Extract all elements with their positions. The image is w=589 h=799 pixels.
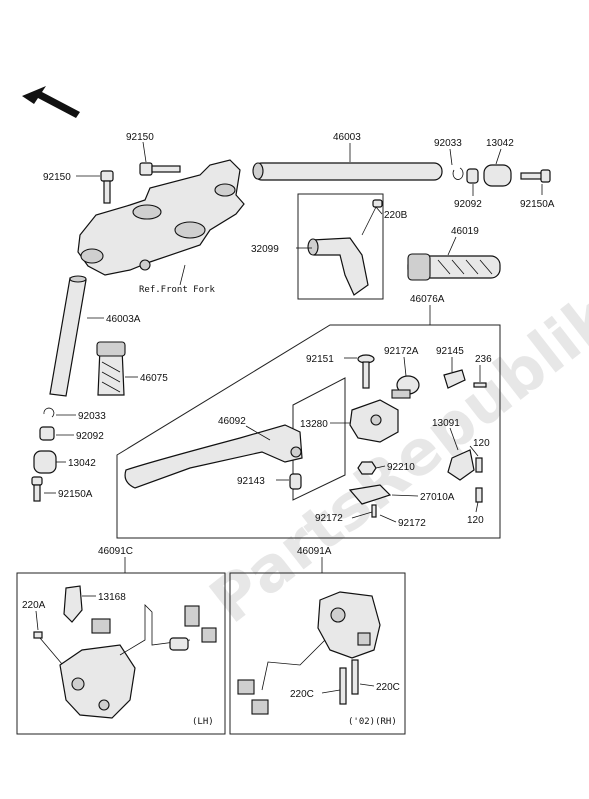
- label-13042-left: 13042: [68, 458, 96, 469]
- screw-236: [473, 382, 487, 388]
- label-46076A: 46076A: [410, 294, 445, 305]
- label-46003A: 46003A: [106, 314, 141, 325]
- bolts-120: [475, 457, 483, 503]
- lever-46092: [124, 424, 303, 489]
- label-46091C: 46091C: [98, 546, 133, 557]
- label-92092-left: 92092: [76, 431, 104, 442]
- label-120-a: 120: [473, 438, 490, 449]
- screws-92172: [371, 504, 377, 518]
- right-switch-panel: [229, 572, 406, 735]
- weight-13042-left: [33, 450, 57, 474]
- label-27010A: 27010A: [420, 492, 455, 503]
- lever-assembly-box: [116, 324, 501, 539]
- bolt-92150-left: [100, 170, 114, 204]
- adjuster-92172A: [391, 375, 420, 399]
- clamp-13091: [447, 449, 475, 481]
- left-switch-panel: [16, 572, 226, 735]
- screws-220C: [339, 659, 359, 705]
- circlip-92033-left: [43, 407, 55, 418]
- label-92143: 92143: [237, 476, 265, 487]
- label-92150-top: 92150: [126, 132, 154, 143]
- bolt-92150A-top: [520, 169, 551, 183]
- circlip-92033-top: [452, 167, 464, 180]
- label-92150-left: 92150: [43, 172, 71, 183]
- switch-lever-13168: [63, 585, 83, 623]
- label-32099: 32099: [251, 244, 279, 255]
- label-92092-top: 92092: [454, 199, 482, 210]
- label-236: 236: [475, 354, 492, 365]
- label-92150A-top: 92150A: [520, 199, 555, 210]
- ref-front-fork-note: Ref.Front Fork: [139, 285, 215, 295]
- label-220C-a: 220C: [290, 689, 314, 700]
- panel-rh-tag: ('02)(RH): [348, 717, 397, 727]
- watermark-text: PartsRepublik: [196, 277, 589, 637]
- leader-lines: [35, 141, 543, 694]
- label-46019: 46019: [451, 226, 479, 237]
- label-13280: 13280: [300, 419, 328, 430]
- label-92033-left: 92033: [78, 411, 106, 422]
- label-220B: 220B: [384, 210, 408, 221]
- grip-46019: [407, 253, 501, 281]
- right-switch-housing-46091A: [237, 591, 381, 715]
- label-46075: 46075: [140, 373, 168, 384]
- label-92172A: 92172A: [384, 346, 419, 357]
- switch-92145: [443, 369, 466, 389]
- screw-220A: [33, 631, 63, 665]
- bolt-92150-top: [139, 162, 181, 176]
- handlebar-46003: [252, 162, 443, 181]
- bolt-92150A-left: [31, 476, 43, 502]
- label-92150A-left: 92150A: [58, 489, 93, 500]
- label-92210: 92210: [387, 462, 415, 473]
- bushing-92143: [289, 473, 302, 490]
- screw-220B: [361, 199, 383, 236]
- label-46091A: 46091A: [297, 546, 332, 557]
- throttle-pipe-box: [297, 193, 384, 300]
- holder-13280: [349, 399, 399, 443]
- grip-46075: [96, 341, 126, 396]
- handlebar-46003A: [49, 275, 87, 397]
- lever-holder-subbox: [292, 377, 346, 501]
- label-92172-a: 92172: [315, 513, 343, 524]
- panel-lh-tag: (LH): [192, 717, 214, 727]
- front-direction-arrow: [22, 86, 80, 118]
- label-13168: 13168: [98, 592, 126, 603]
- label-13042-top: 13042: [486, 138, 514, 149]
- label-46092: 46092: [218, 416, 246, 427]
- label-13091: 13091: [432, 418, 460, 429]
- bolt-92151: [357, 354, 375, 389]
- label-92033-top: 92033: [434, 138, 462, 149]
- weight-13042-top: [483, 164, 512, 187]
- label-92151: 92151: [306, 354, 334, 365]
- switch-27010A: [348, 484, 392, 505]
- upper-triple-clamp: [77, 159, 245, 276]
- label-120-b: 120: [467, 515, 484, 526]
- label-220A: 220A: [22, 600, 46, 611]
- collar-92092-left: [39, 426, 55, 441]
- label-220C-b: 220C: [376, 682, 400, 693]
- label-92145: 92145: [436, 346, 464, 357]
- collar-92092-top: [466, 168, 479, 184]
- label-46003: 46003: [333, 132, 361, 143]
- nut-92210: [357, 461, 377, 475]
- left-switch-housing-46091C: [59, 604, 217, 719]
- throttle-pipe-32099: [307, 237, 369, 296]
- label-92172-b: 92172: [398, 518, 426, 529]
